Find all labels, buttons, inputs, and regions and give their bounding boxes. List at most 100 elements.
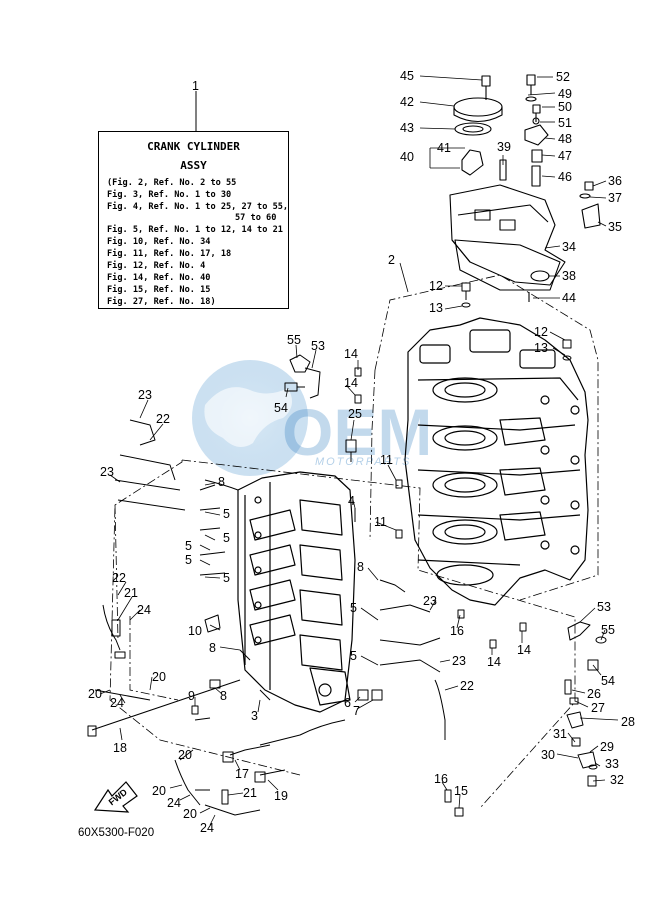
legend-line: Fig. 12, Ref. No. 4 — [107, 261, 206, 271]
callout-label: 7 — [353, 704, 360, 718]
cylinder-block — [237, 471, 356, 713]
diagram-code: 60X5300-F020 — [78, 827, 155, 839]
callout-label: 4 — [348, 494, 355, 508]
callout-label: 32 — [610, 773, 624, 787]
callout-label: 5 — [350, 649, 357, 663]
callout-label: 33 — [605, 757, 619, 771]
callout-label: 24 — [137, 603, 151, 617]
callout-label: 26 — [587, 687, 601, 701]
callout-label: 37 — [608, 191, 622, 205]
callout-label: 39 — [497, 140, 511, 154]
legend-line: Fig. 15, Ref. No. 15 — [107, 285, 211, 295]
callout-label: 14 — [517, 643, 531, 657]
callout-label: 21 — [243, 786, 257, 800]
callout-label: 18 — [113, 741, 127, 755]
callout-label: 5 — [185, 553, 192, 567]
callout-label: 24 — [200, 821, 214, 835]
callout-label: 20 — [152, 670, 166, 684]
legend-box: CRANK CYLINDER ASSY (Fig. 2, Ref. No. 2 … — [98, 131, 289, 309]
callout-label: 30 — [541, 748, 555, 762]
callout-label: 20 — [88, 687, 102, 701]
callout-label: 27 — [591, 701, 605, 715]
callout-label: 12 — [534, 325, 548, 339]
callout-label: 14 — [344, 376, 358, 390]
callout-label: 31 — [553, 727, 567, 741]
callout-label: 22 — [156, 412, 170, 426]
callout-label: 51 — [558, 116, 572, 130]
callout-label: 16 — [434, 772, 448, 786]
callout-label: 5 — [350, 601, 357, 615]
callout-label: 23 — [100, 465, 114, 479]
callout-label: 25 — [348, 407, 362, 421]
callout-label: 8 — [220, 689, 227, 703]
top-cover-parts — [449, 74, 601, 302]
legend-line: (Fig. 2, Ref. No. 2 to 55 — [107, 178, 237, 188]
callout-label: 43 — [400, 121, 414, 135]
legend-line: Fig. 10, Ref. No. 34 — [107, 237, 211, 247]
callout-label: 44 — [562, 291, 576, 305]
callout-label: 40 — [400, 150, 414, 164]
callout-label: 23 — [138, 388, 152, 402]
legend-line: Fig. 14, Ref. No. 40 — [107, 273, 211, 283]
callout-label: 54 — [274, 401, 288, 415]
callout-label: 23 — [423, 594, 437, 608]
callout-leaders — [99, 75, 619, 826]
legend-line: Fig. 3, Ref. No. 1 to 30 — [107, 190, 232, 200]
callout-label: 3 — [251, 709, 258, 723]
legend-subtitle: ASSY — [180, 159, 207, 172]
callout-label: 20 — [178, 748, 192, 762]
callout-label: 24 — [110, 696, 124, 710]
callout-label: 8 — [218, 475, 225, 489]
callout-label: 29 — [600, 740, 614, 754]
callout-label: 54 — [601, 674, 615, 688]
callout-label: 46 — [558, 170, 572, 184]
crankcase-block — [404, 317, 589, 606]
callout-label: 20 — [152, 784, 166, 798]
callout-label: 23 — [452, 654, 466, 668]
fwd-arrow-icon: FWD — [93, 781, 138, 813]
callout-label: 14 — [344, 347, 358, 361]
legend-line: Fig. 4, Ref. No. 1 to 25, 27 to 55, — [107, 202, 289, 212]
callout-label: 5 — [223, 531, 230, 545]
callout-label: 47 — [558, 149, 572, 163]
callout-label: 35 — [608, 220, 622, 234]
callout-label: 21 — [124, 586, 138, 600]
callout-label: 50 — [558, 100, 572, 114]
callout-label: 5 — [223, 507, 230, 521]
callout-label: 19 — [274, 789, 288, 803]
legend-line: 57 to 60 — [235, 213, 277, 223]
callout-label: 22 — [112, 571, 126, 585]
callout-label: 14 — [487, 655, 501, 669]
callout-label: 53 — [597, 600, 611, 614]
callout-label: 49 — [558, 87, 572, 101]
callout-label: 9 — [188, 689, 195, 703]
callout-label: 52 — [556, 70, 570, 84]
fittings-and-hoses — [87, 282, 607, 817]
callout-label: 6 — [344, 696, 351, 710]
callout-label: 13 — [534, 341, 548, 355]
callout-label: 55 — [601, 623, 615, 637]
callout-label: 10 — [188, 624, 202, 638]
callout-label: 24 — [167, 796, 181, 810]
legend-title: CRANK CYLINDER — [147, 140, 240, 153]
callout-label: 11 — [380, 453, 393, 467]
assembly-outline-left — [109, 274, 599, 809]
callout-label: 55 — [287, 333, 301, 347]
legend-line: Fig. 11, Ref. No. 17, 18 — [107, 249, 232, 259]
callout-label: 8 — [209, 641, 216, 655]
callout-label: 38 — [562, 269, 576, 283]
legend-line: Fig. 27, Ref. No. 18) — [107, 297, 216, 307]
callout-label: 16 — [450, 624, 464, 638]
callout-label: 11 — [374, 515, 387, 529]
callout-label: 41 — [437, 141, 451, 155]
callout-label: 15 — [454, 784, 468, 798]
callout-label: 2 — [388, 253, 395, 267]
callout-label: 20 — [183, 807, 197, 821]
callout-label: 8 — [357, 560, 364, 574]
callout-label: 13 — [429, 301, 443, 315]
callout-label: 17 — [235, 767, 249, 781]
callout-label: 22 — [460, 679, 474, 693]
callout-label: 48 — [558, 132, 572, 146]
callout-label: 1 — [192, 79, 199, 93]
